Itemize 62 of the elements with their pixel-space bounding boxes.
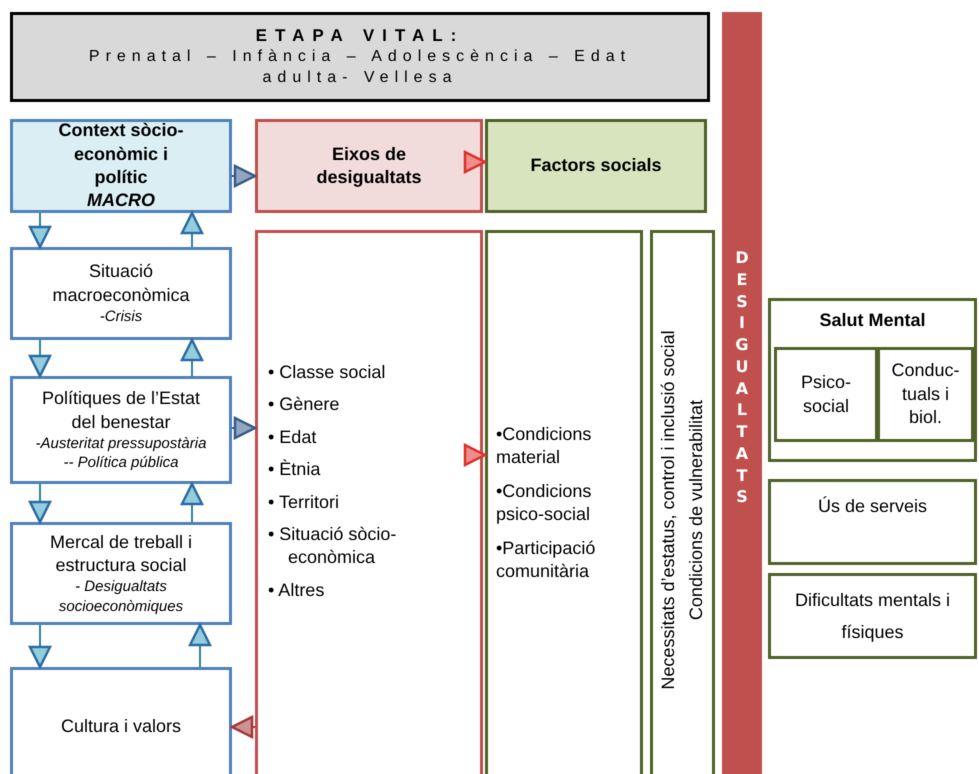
box-note: - Desigualtats socioeconòmiques	[58, 577, 184, 616]
arrow	[28, 340, 52, 378]
box-label: Situació macroeconòmica	[51, 260, 191, 307]
box-note: -Crisis	[98, 307, 144, 327]
process-box	[774, 347, 878, 442]
box-label: Ús de serveis	[816, 495, 928, 518]
arrow	[28, 484, 52, 524]
arrow	[28, 213, 52, 248]
arrow	[464, 444, 486, 466]
stage-list: Prenatal – Infància – Adolescència – Edat adulta- Vellesa	[13, 47, 707, 89]
list-item: •Participació comunitària	[496, 536, 596, 583]
vertical-band	[722, 12, 762, 774]
process-box	[768, 479, 977, 565]
box-heading: Factors socials	[529, 154, 663, 178]
box-label: Polítiques de l’Estat del benestar	[40, 387, 202, 434]
box-note: -- Política pública	[62, 453, 180, 473]
list-item: • Classe social	[268, 361, 386, 384]
axes-box	[255, 119, 483, 213]
vertical-label: Necessitats d’estatus, control i inclusió social	[656, 330, 679, 690]
list-item: • Territori	[268, 490, 340, 514]
factors-box	[485, 119, 707, 213]
box-label: Conduc-tuals i biol.	[890, 359, 961, 430]
box-label: Psico-social	[800, 371, 852, 418]
group-box	[768, 298, 977, 462]
vertical-label: DESIGUALTATS	[734, 247, 750, 508]
box-heading: Context sòcio-econòmic i polític	[57, 119, 184, 189]
arrow	[232, 416, 256, 440]
arrow	[230, 716, 255, 738]
process-box	[10, 247, 232, 340]
list-panel	[255, 230, 483, 774]
arrow	[180, 212, 204, 247]
stage-heading: ETAPA VITAL:	[256, 25, 464, 48]
arrow	[180, 482, 204, 522]
list-item: • Altres	[268, 578, 326, 602]
process-box	[877, 347, 974, 442]
list-item: • Gènere	[268, 393, 340, 416]
process-box	[10, 667, 232, 774]
arrow	[188, 624, 212, 667]
box-heading: Eixos de desigualtats	[315, 142, 423, 189]
process-box	[768, 573, 977, 659]
box-heading: MACRO	[86, 189, 156, 212]
stage-banner	[10, 12, 710, 102]
list-item: • Edat	[268, 426, 318, 449]
list-item: •Condicions psico-social	[496, 480, 592, 526]
box-label: Mercal de treball i estructura social	[48, 530, 194, 577]
list-item: •Condicions material	[496, 423, 592, 470]
list-panel	[485, 230, 643, 774]
arrow	[180, 338, 204, 376]
box-label: Dificultats mentals i físiques	[794, 589, 952, 644]
process-box	[10, 376, 232, 484]
arrow	[464, 150, 486, 174]
box-heading: Salut Mental	[819, 309, 926, 332]
text-panel	[650, 230, 715, 774]
arrow	[232, 164, 256, 188]
box-note: -Austeritat pressupostària	[34, 434, 208, 454]
box-label: Cultura i valors	[60, 715, 182, 738]
process-box	[10, 522, 232, 625]
list-item: • Situació sòcio-econòmica	[268, 522, 398, 570]
vertical-label: Condicions de vulnerabilitat	[684, 400, 706, 620]
context-box	[10, 119, 232, 213]
list-item: • Ètnia	[268, 458, 322, 482]
arrow	[28, 625, 52, 668]
